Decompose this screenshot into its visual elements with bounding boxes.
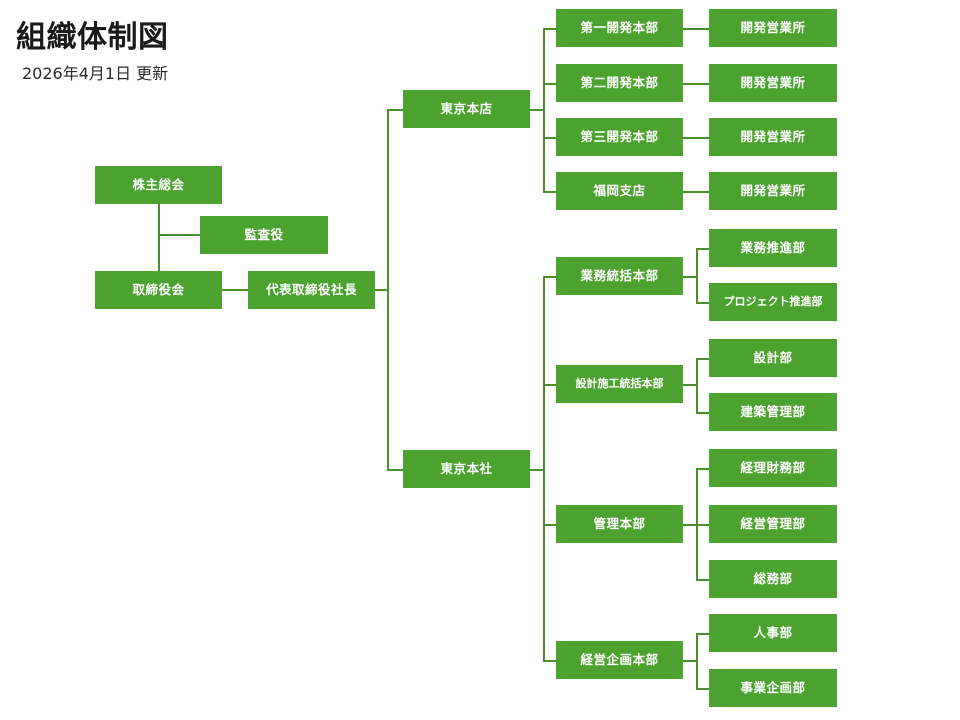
page-title: 組織体制図: [16, 20, 169, 55]
node-planning-hq[interactable]: 経営企画本部: [556, 641, 683, 679]
edge-honten-to-dev1: [543, 28, 556, 30]
node-business-management-dept[interactable]: 経営管理部: [709, 505, 837, 543]
node-hr-dept[interactable]: 人事部: [709, 614, 837, 652]
edge-fukuoka-to-office: [682, 191, 709, 193]
node-president[interactable]: 代表取締役社長: [248, 271, 375, 309]
node-dev-office-3[interactable]: 開発営業所: [709, 118, 837, 156]
edge-planninghq-to-biz-planning: [696, 688, 709, 690]
edge-designhq-to-trunk: [682, 384, 696, 386]
edge-dev3-to-office: [682, 137, 709, 139]
edge-honten-to-branchtrunk: [530, 109, 544, 111]
edge-honten-branch-trunk: [543, 28, 545, 191]
node-accounting-finance-dept[interactable]: 経理財務部: [709, 449, 837, 487]
node-dev-office-1[interactable]: 開発営業所: [709, 9, 837, 47]
edge-opshq-trunk: [696, 248, 698, 304]
edge-president-to-trunk: [375, 289, 388, 291]
edge-opshq-to-project-promo: [696, 302, 709, 304]
edge-honsha-to-design-hq: [543, 384, 556, 386]
edge-designhq-to-building-dept: [696, 412, 709, 414]
edge-honsha-to-planning-hq: [543, 660, 556, 662]
node-building-management-dept[interactable]: 建築管理部: [709, 393, 837, 431]
node-tokyo-honten[interactable]: 東京本店: [403, 90, 530, 128]
node-fukuoka-branch[interactable]: 福岡支店: [556, 172, 683, 210]
node-dev-division-1[interactable]: 第一開発本部: [556, 9, 683, 47]
edge-honten-to-dev2: [543, 83, 556, 85]
node-dev-division-2[interactable]: 第二開発本部: [556, 64, 683, 102]
node-business-planning-dept[interactable]: 事業企画部: [709, 669, 837, 707]
edge-planninghq-trunk: [696, 633, 698, 688]
node-general-affairs-dept[interactable]: 総務部: [709, 560, 837, 598]
edge-adminhq-to-general-affairs: [696, 579, 709, 581]
edge-honten-to-fukuoka: [543, 191, 556, 193]
edge-trunk-to-auditor: [158, 234, 200, 236]
node-design-construction-hq[interactable]: 設計施工統括本部: [556, 365, 683, 403]
node-board-of-directors[interactable]: 取締役会: [95, 271, 222, 309]
edge-honsha-to-ops-hq: [543, 276, 556, 278]
edge-designhq-trunk: [696, 358, 698, 413]
edge-adminhq-trunk: [696, 468, 698, 579]
node-ops-hq[interactable]: 業務統括本部: [556, 257, 683, 295]
edge-trunk-to-tokyo-honten: [387, 109, 403, 111]
edge-adminhq-to-accounting: [696, 468, 709, 470]
node-dev-division-3[interactable]: 第三開発本部: [556, 118, 683, 156]
edge-adminhq-to-trunk: [682, 524, 696, 526]
edge-trunk-to-tokyo-honsha: [387, 469, 403, 471]
page-subtitle: 2026年4月1日 更新: [22, 64, 169, 83]
edge-shareholders-to-board: [158, 203, 160, 272]
node-ops-promotion-dept[interactable]: 業務推進部: [709, 229, 837, 267]
node-admin-hq[interactable]: 管理本部: [556, 505, 683, 543]
edge-adminhq-to-business-mgmt: [696, 524, 709, 526]
edge-honten-to-dev3: [543, 137, 556, 139]
node-project-promotion-dept[interactable]: プロジェクト推進部: [709, 283, 837, 321]
edge-honsha-to-branchtrunk: [530, 469, 544, 471]
edge-designhq-to-design-dept: [696, 358, 709, 360]
edge-planninghq-to-trunk: [682, 660, 696, 662]
edge-honsha-branch-trunk: [543, 276, 545, 661]
edge-planninghq-to-hr: [696, 633, 709, 635]
node-dev-office-4[interactable]: 開発営業所: [709, 172, 837, 210]
edge-dev2-to-office: [682, 83, 709, 85]
edge-dev1-to-office: [682, 28, 709, 30]
edge-board-to-president: [222, 289, 248, 291]
node-dev-office-2[interactable]: 開発営業所: [709, 64, 837, 102]
edge-honsha-to-admin-hq: [543, 524, 556, 526]
node-auditor[interactable]: 監査役: [200, 216, 328, 254]
node-design-dept[interactable]: 設計部: [709, 339, 837, 377]
node-tokyo-honsha[interactable]: 東京本社: [403, 450, 530, 488]
edge-main-trunk: [387, 109, 389, 470]
edge-opshq-to-trunk: [682, 276, 696, 278]
node-shareholders-meeting[interactable]: 株主総会: [95, 166, 222, 204]
edge-opshq-to-ops-promo: [696, 248, 709, 250]
